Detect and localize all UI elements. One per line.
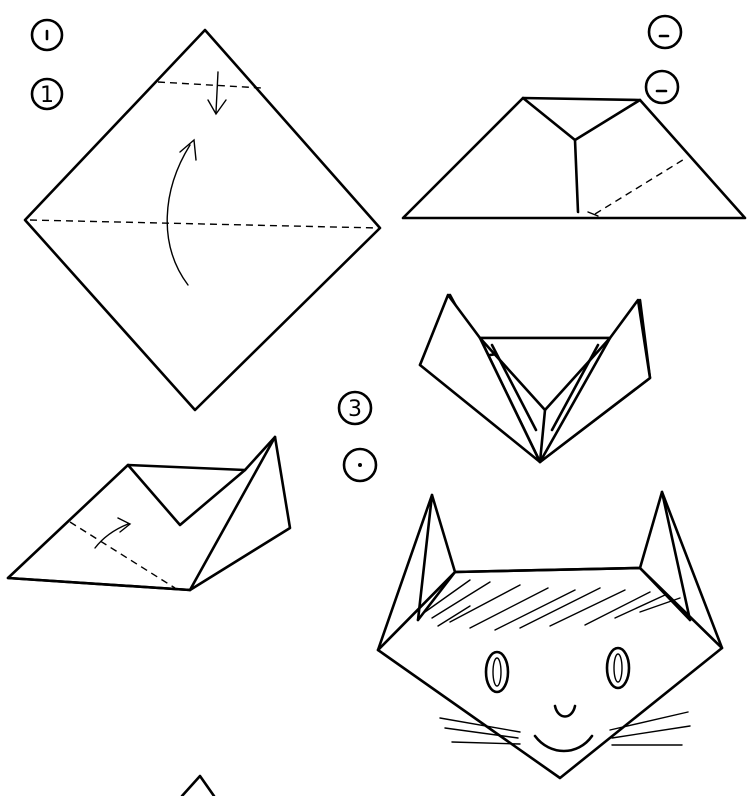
step-1-label: 1 <box>40 83 54 108</box>
step-3-label: 3 <box>348 397 362 422</box>
step4-side-fold <box>8 437 290 590</box>
step-marker-3b <box>344 449 376 481</box>
step2-triangle <box>403 98 745 218</box>
next-step-partial <box>182 776 214 796</box>
step-marker-2a <box>649 16 681 48</box>
step1-diamond <box>25 30 380 410</box>
step-marker-2b <box>646 71 678 103</box>
step-marker-1: 1 <box>32 79 62 109</box>
step3-ears-folded <box>420 295 650 462</box>
cat-face-final <box>378 492 722 778</box>
step-marker-3: 3 <box>339 392 371 424</box>
step-marker-1a <box>32 20 62 50</box>
